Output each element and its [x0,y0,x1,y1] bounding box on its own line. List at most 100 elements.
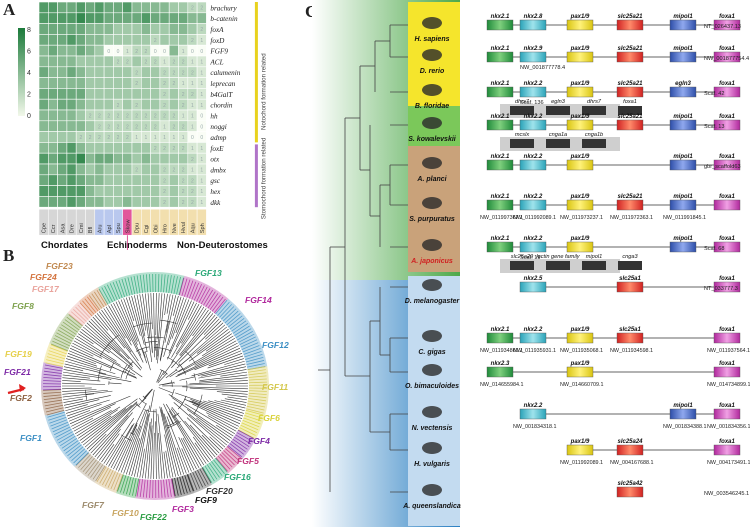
leaf-label-tick [173,276,178,295]
group-label-echinoderms: Echinoderms [107,240,167,250]
heatmap-cell-value: 2 [191,6,194,12]
leaf-label-tick [215,457,228,473]
heatmap-cell [131,12,142,24]
leaf-label-tick [79,302,93,317]
heatmap-gene-label: chordin [210,102,232,110]
species-name: A. planci [416,176,447,183]
panel-a-letter: A [3,0,16,19]
gene-label: nkx2.9 [524,46,543,52]
gene-label: mipol1 [673,403,693,409]
heatmap-cell [66,12,77,24]
tree-leaf-branch [90,318,130,360]
heatmap-cell-value: 1 [191,103,194,109]
tree-leaf-branch [72,342,103,359]
leaf-label-tick [244,351,262,358]
leaf-label-tick [142,479,146,498]
leaf-label-tick [181,278,188,297]
heatmap-cell-value: 2 [163,92,166,98]
leaf-label-tick [118,279,126,298]
tree-leaf-branch [196,328,229,354]
heatmap-cell [75,1,86,14]
heatmap-cell [66,185,77,197]
gene-label: egln3 [675,81,691,87]
leaf-label-tick [52,340,70,349]
heatmap-cell [94,55,105,68]
leaf-label-tick [229,443,244,455]
stomochord-side-label: Stomochord formation related [260,137,267,219]
family-label-band [87,287,108,310]
heatmap-cell [57,66,68,78]
tree-leaf-branch [68,395,131,422]
heatmap-cell-value: 0 [191,135,194,141]
gene-label: slc25a21 [617,81,643,87]
leaf-label-tick [179,476,185,495]
gene-label: nkx2.1 [491,114,510,120]
gene-box [616,199,644,211]
heatmap-cell-value: 2 [117,60,120,66]
tree-leaf-branch [157,293,166,364]
leaf-label-tick [47,353,66,360]
heatmap-cell-value: 2 [163,189,166,195]
heatmap-cell-value: 2 [172,60,175,66]
heatmap-gene-label: hh [210,112,218,120]
tree-leaf-branch [188,331,231,362]
leaf-label-tick [44,367,63,372]
sub-gene-label: foxa1 [623,99,637,105]
gene-box [566,51,594,63]
accession-label: Scaf. 68 [704,246,725,252]
heatmap-cell [103,55,114,68]
heatmap-gene-label: ACL [209,58,223,66]
species-silhouette [422,17,442,29]
heatmap-cell [57,163,68,176]
heatmap-cell [131,34,142,46]
heatmap-cell-value: 2 [172,124,175,130]
leaf-label-tick [165,479,169,498]
heatmap-cell [75,174,86,186]
tree-internal-branch [155,344,158,360]
leaf-label-tick [230,440,246,453]
tree-leaf-branch [197,363,246,376]
heatmap-cell-value: 2 [182,178,185,184]
tree-leaf-branch [63,395,111,406]
tree-internal-branch [142,324,146,337]
leaf-label-tick [208,462,220,478]
tree-leaf-branch [142,421,151,479]
leaf-label-tick [61,437,78,449]
gene-box [566,366,594,378]
heatmap-cell-value: 1 [191,60,194,66]
tree-internal-branch [149,389,155,412]
tree-leaf-branch [175,303,200,347]
heatmap-cell-value: 1 [200,189,203,195]
leaf-label-tick [70,311,85,324]
heatmap-cell-value: 2 [182,168,185,174]
heatmap-cell-value: 1 [126,49,129,55]
gene-box [713,19,741,31]
group-label-non-deuterostomes: Non-Deuterostomes [177,240,268,250]
gene-box [519,19,547,31]
tree-leaf-branch [194,442,209,463]
leaf-label-tick [115,280,123,299]
heatmap-cell-value: 0 [191,49,194,55]
heatmap-cell [131,88,142,100]
leaf-label-tick [165,274,169,293]
tree-leaf-branch [139,294,147,331]
tree-leaf-branch [165,450,171,478]
tree-internal-branch [127,366,143,378]
heatmap-cell [131,196,142,208]
leaf-label-tick [117,474,124,492]
gene-box [486,199,514,211]
gene-box [669,159,697,171]
heatmap-cell-value: 2 [135,124,138,130]
tree-leaf-branch [142,293,153,363]
tree-internal-branch [145,351,151,371]
tree-leaf-branch [160,409,179,477]
tree-leaf-branch [77,415,112,439]
leaf-label-tick [142,274,146,293]
heatmap-cell [57,88,68,100]
gene-box [713,199,741,211]
leaf-label-tick [192,471,201,489]
heatmap-cell [168,98,179,111]
leaf-label-tick [121,278,128,297]
species-name: D. melanogaster [405,298,461,305]
accession-label: NW_011992089.1 [560,460,603,466]
